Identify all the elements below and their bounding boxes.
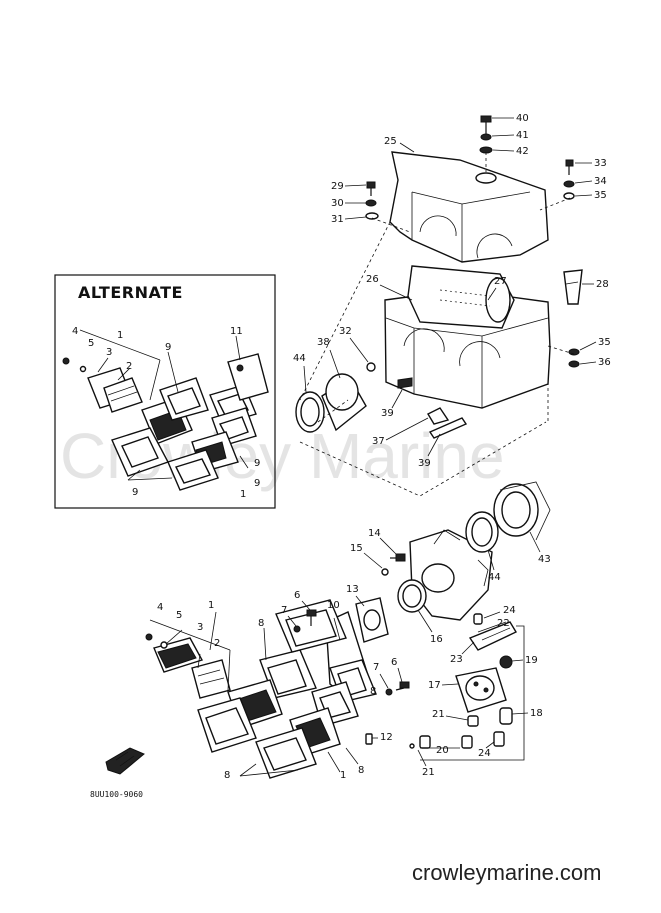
intake-hose-adapter (295, 373, 367, 433)
callout-38: 38 (317, 337, 330, 348)
callout-10: 10 (327, 600, 340, 611)
callout-24: 24 (478, 748, 491, 759)
callout-42: 42 (516, 146, 529, 157)
silencer-hardware (365, 115, 583, 439)
callout-41: 41 (516, 130, 529, 141)
callout-4: 4 (157, 602, 163, 613)
callout-9: 9 (132, 487, 138, 498)
callout-30: 30 (331, 198, 344, 209)
reed-leader-lines (149, 611, 341, 777)
callout-7: 7 (373, 662, 379, 673)
callout-17: 17 (428, 680, 441, 691)
callout-6: 6 (294, 590, 300, 601)
callout-9: 9 (165, 342, 171, 353)
callout-33: 33 (594, 158, 607, 169)
callout-4: 4 (72, 326, 78, 337)
callout-18: 18 (530, 708, 543, 719)
callout-44: 44 (293, 353, 306, 364)
callout-32: 32 (339, 326, 352, 337)
callout-37: 37 (372, 436, 385, 447)
callout-1: 1 (340, 770, 346, 781)
callout-35: 35 (594, 190, 607, 201)
callout-7: 7 (281, 605, 287, 616)
callout-20: 20 (436, 745, 449, 756)
callout-9: 9 (254, 478, 260, 489)
alternate-label: ALTERNATE (78, 283, 183, 302)
callout-12: 12 (380, 732, 393, 743)
callout-6: 6 (391, 657, 397, 668)
part-code-label: 8UU100-9060 (90, 790, 143, 799)
callout-27: 27 (494, 276, 507, 287)
callout-28: 28 (596, 279, 609, 290)
callout-3: 3 (197, 622, 203, 633)
fuel-pump-assembly (409, 613, 525, 761)
callout-1: 1 (208, 600, 214, 611)
footer-site-name: crowleymarine.com (412, 860, 602, 885)
callout-14: 14 (368, 528, 381, 539)
callout-8: 8 (370, 686, 376, 697)
callout-5: 5 (88, 338, 94, 349)
callout-25: 25 (384, 136, 397, 147)
callout-40: 40 (516, 113, 529, 124)
callout-29: 29 (331, 181, 344, 192)
callout-24: 24 (503, 605, 516, 616)
alt-reed-assembly (62, 353, 269, 491)
alternate-box: ALTERNATE (54, 274, 276, 509)
callout-21: 21 (432, 709, 445, 720)
callout-8: 8 (358, 765, 364, 776)
intake-manifold (381, 529, 493, 621)
callout-21: 21 (422, 767, 435, 778)
callout-5: 5 (176, 610, 182, 621)
air-silencer-cover (389, 151, 549, 263)
callout-44: 44 (488, 572, 501, 583)
callout-2: 2 (126, 361, 132, 372)
callout-43: 43 (538, 554, 551, 565)
callout-22: 22 (497, 618, 510, 629)
callout-19: 19 (525, 655, 538, 666)
callout-3: 3 (106, 347, 112, 358)
callout-15: 15 (350, 543, 363, 554)
reed-valve-lower (145, 599, 410, 779)
callout-39: 39 (418, 458, 431, 469)
callout-8: 8 (224, 770, 230, 781)
callout-39: 39 (381, 408, 394, 419)
silencer-duct (407, 265, 515, 329)
callout-35: 35 (598, 337, 611, 348)
callout-13: 13 (346, 584, 359, 595)
callout-26: 26 (366, 274, 379, 285)
callout-11: 11 (230, 326, 243, 337)
callout-1: 1 (240, 489, 246, 500)
callout-16: 16 (430, 634, 443, 645)
callout-31: 31 (331, 214, 344, 225)
callout-8: 8 (258, 618, 264, 629)
callout-34: 34 (594, 176, 607, 187)
callout-36: 36 (598, 357, 611, 368)
callout-23: 23 (450, 654, 463, 665)
callout-9: 9 (254, 458, 260, 469)
reed-stiffener-small (105, 747, 145, 775)
callout-2: 2 (214, 638, 220, 649)
callout-1: 1 (117, 330, 123, 341)
rubber-joint-set (355, 481, 551, 643)
